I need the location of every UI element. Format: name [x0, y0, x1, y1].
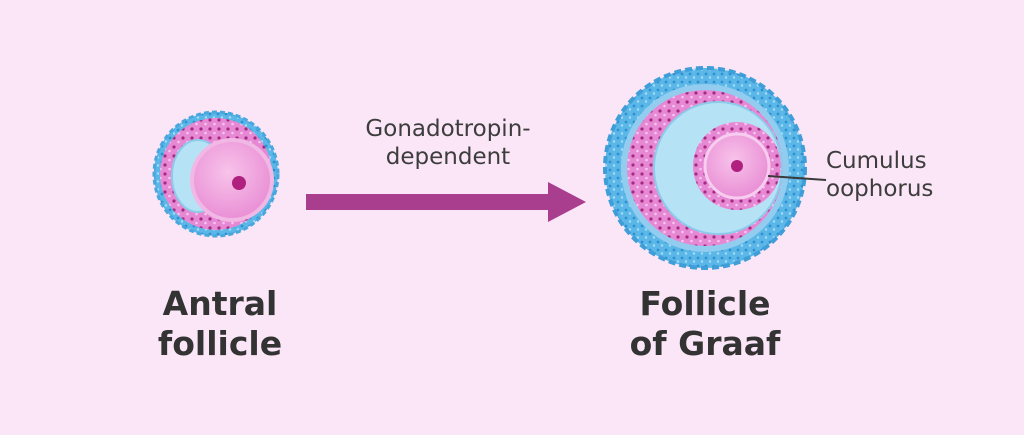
graafian-follicle-illustration [603, 66, 827, 270]
transition-line-1: Gonadotropin- [365, 116, 531, 142]
arrow-shaft [306, 194, 552, 210]
antral-title-line-2: follicle [157, 323, 283, 363]
graafian-title-line-2: of Graaf [629, 323, 781, 363]
oocyte [190, 138, 274, 222]
oocyte-nucleus [232, 176, 246, 190]
progression-arrow [306, 182, 586, 222]
transition-line-2: dependent [385, 143, 511, 170]
transition-label: Gonadotropin- dependent [328, 116, 568, 171]
antral-follicle-illustration [152, 110, 280, 238]
cumulus-oophorus-label: Cumulus oophorus [826, 148, 966, 203]
graafian-title-line-1: Follicle [639, 284, 771, 323]
antral-follicle-title: Antral follicle [120, 284, 320, 363]
annotation-line-2: oophorus [826, 175, 934, 202]
antral-title-line-1: Antral [162, 284, 278, 323]
oocyte-nucleus [731, 160, 743, 172]
annotation-line-1: Cumulus [826, 148, 927, 174]
graafian-follicle-title: Follicle of Graaf [600, 284, 810, 363]
annotation-leader-line [767, 175, 827, 181]
arrow-head [548, 182, 586, 222]
